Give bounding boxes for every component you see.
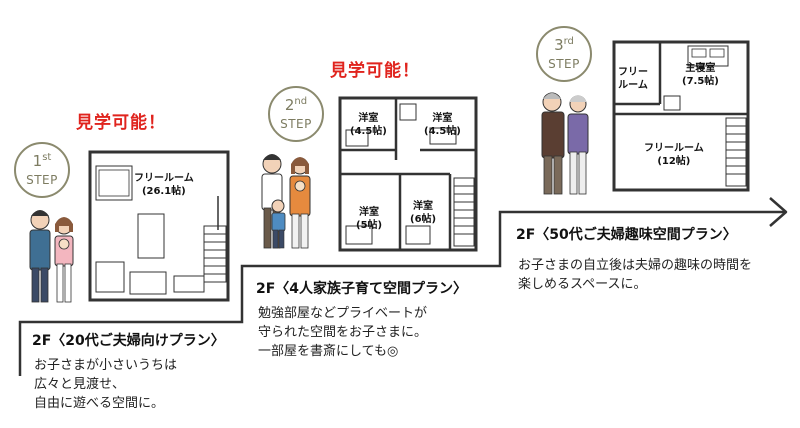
young-couple-illustration bbox=[29, 210, 74, 303]
room-name: 洋室 bbox=[432, 113, 453, 124]
room-name: 洋室 bbox=[358, 113, 379, 124]
floor-plan-step3 bbox=[612, 40, 750, 192]
step1-badge: 1st STEP bbox=[14, 142, 70, 198]
step1-visit-label: 見学可能！ bbox=[76, 113, 166, 133]
family-of-four-illustration bbox=[261, 154, 311, 249]
desc-line: お子さまが小さいうちは bbox=[34, 358, 178, 373]
step2-badge-step: STEP bbox=[280, 117, 312, 131]
room-name: フリールーム bbox=[644, 143, 704, 154]
room-name: 洋室 bbox=[359, 207, 380, 218]
step3-room-master-bedroom: 主寝室 (7.5帖) bbox=[682, 62, 719, 88]
step2-description: 勉強部屋などプライベートが 守られた空間をお子さまに。 一部屋を書斎にしても◎ bbox=[258, 304, 427, 361]
floor-plan-step1 bbox=[88, 150, 230, 302]
step1-badge-suffix: st bbox=[42, 152, 52, 163]
step2-visit-label: 見学可能！ bbox=[330, 61, 420, 81]
desc-line: 広々と見渡せ、 bbox=[34, 377, 126, 392]
step3-plan-title: 2F〈50代ご夫婦趣味空間プラン〉 bbox=[516, 227, 737, 243]
step1-badge-number: 1 bbox=[32, 152, 43, 170]
room-name: 主寝室 bbox=[685, 63, 716, 74]
desc-line: 勉強部屋などプライベートが bbox=[258, 306, 428, 321]
step2-badge-number: 2 bbox=[284, 96, 295, 114]
step1-room-free: フリールーム (26.1帖) bbox=[134, 172, 194, 198]
step3-badge: 3rd STEP bbox=[536, 26, 592, 82]
room-name: 洋室 bbox=[413, 201, 434, 212]
step1-badge-step: STEP bbox=[26, 173, 58, 187]
desc-line: 守られた空間をお子さまに。 bbox=[258, 325, 428, 340]
step2-room-1: 洋室 (4.5帖) bbox=[350, 112, 387, 138]
desc-line: お子さまの自立後は夫婦の趣味の時間を bbox=[518, 258, 753, 273]
room-size: (4.5帖) bbox=[350, 126, 387, 137]
room-name: フリールーム bbox=[134, 173, 194, 184]
step3-badge-step: STEP bbox=[548, 57, 580, 71]
desc-line: 楽しめるスペースに。 bbox=[518, 277, 647, 292]
step1-plan-title: 2F〈20代ご夫婦向けプラン〉 bbox=[32, 333, 225, 349]
step-progression-line bbox=[18, 197, 788, 376]
step2-room-3: 洋室 (5帖) bbox=[356, 206, 382, 232]
room-size: (7.5帖) bbox=[682, 76, 719, 87]
step3-room-free-small: フリー ルーム bbox=[618, 66, 648, 92]
room-size: (26.1帖) bbox=[141, 186, 186, 197]
room-size: (6帖) bbox=[410, 214, 437, 225]
floor-plan-step2 bbox=[338, 96, 478, 252]
step3-badge-suffix: rd bbox=[563, 36, 574, 47]
room-size: (4.5帖) bbox=[424, 126, 461, 137]
step2-plan-title: 2F〈4人家族子育て空間プラン〉 bbox=[256, 281, 468, 297]
desc-line: 自由に遊べる空間に。 bbox=[34, 396, 165, 411]
step3-description: お子さまの自立後は夫婦の趣味の時間を 楽しめるスペースに。 bbox=[518, 256, 752, 294]
room-size: ルーム bbox=[618, 80, 648, 91]
step2-room-2: 洋室 (4.5帖) bbox=[424, 112, 461, 138]
step3-room-free-large: フリールーム (12帖) bbox=[644, 142, 704, 168]
room-name: フリー bbox=[618, 67, 648, 78]
step2-room-4: 洋室 (6帖) bbox=[410, 200, 436, 226]
room-size: (12帖) bbox=[657, 156, 691, 167]
step1-description: お子さまが小さいうちは 広々と見渡せ、 自由に遊べる空間に。 bbox=[34, 356, 177, 413]
desc-line: 一部屋を書斎にしても◎ bbox=[258, 344, 399, 359]
step2-badge: 2nd STEP bbox=[268, 86, 324, 142]
step3-badge-number: 3 bbox=[554, 36, 564, 54]
step2-badge-suffix: nd bbox=[294, 96, 308, 107]
room-size: (5帖) bbox=[356, 220, 383, 231]
senior-couple-illustration bbox=[541, 92, 589, 195]
